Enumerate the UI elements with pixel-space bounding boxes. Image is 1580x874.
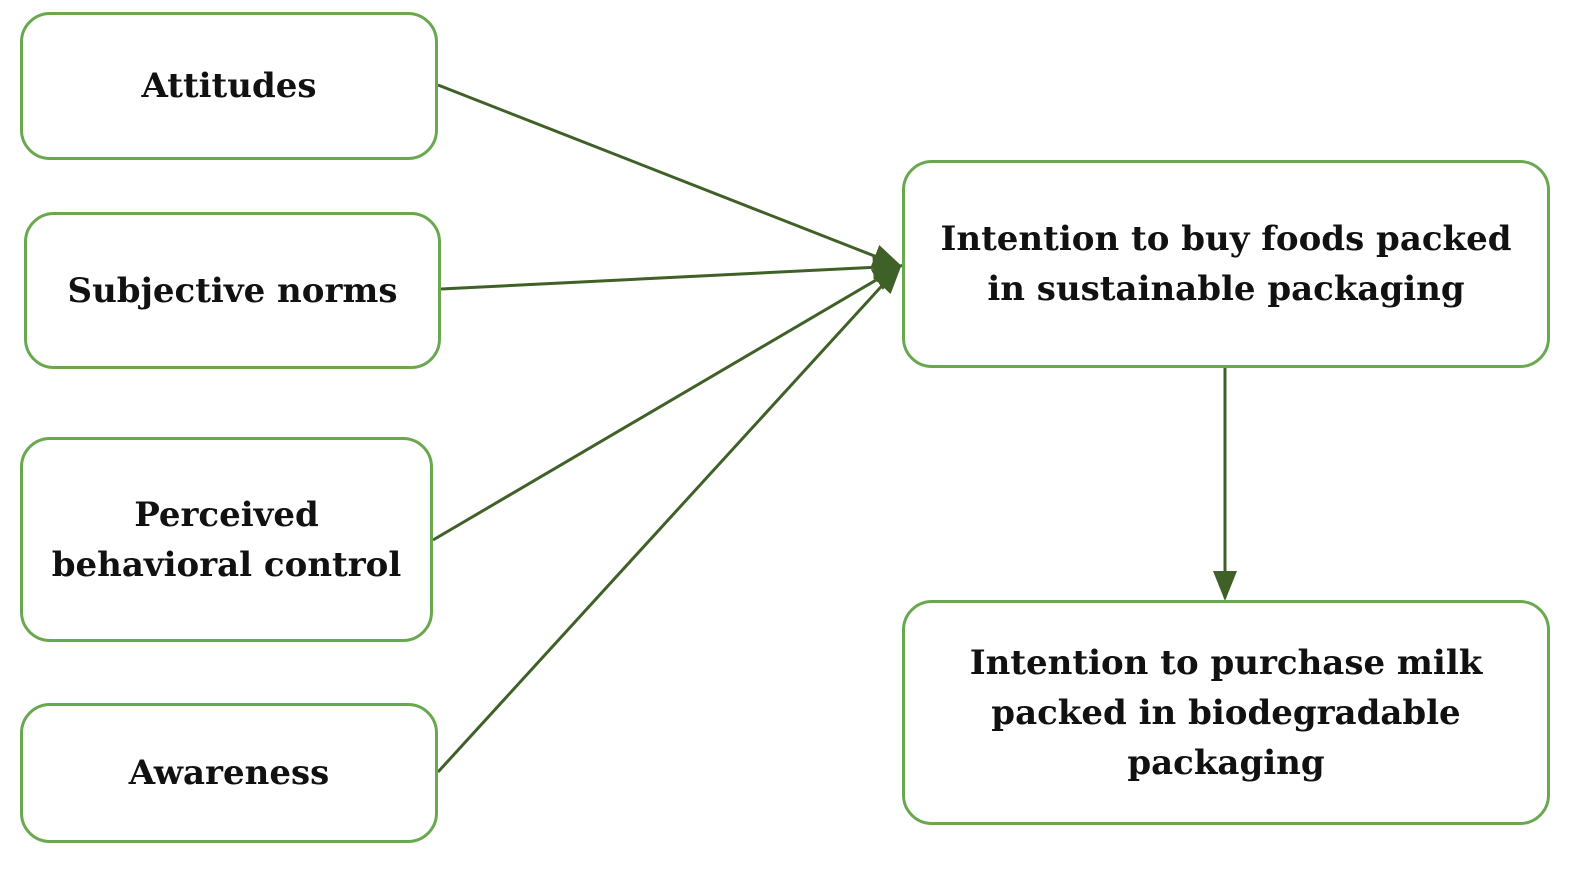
intention-milk-biodegradable-box: Intention to purchase milk packed in bio… <box>902 600 1550 825</box>
perceived-behavioral-control-box: Perceived behavioral control <box>20 437 433 642</box>
intention-milk-label-line-1: Intention to purchase milk <box>969 642 1483 683</box>
awareness-box: Awareness <box>20 703 438 843</box>
attitudes-box: Attitudes <box>20 12 438 160</box>
intention-sustainable-label-line-2: in sustainable packaging <box>987 269 1465 309</box>
arrow-attitudes-to-intention <box>437 83 903 268</box>
subjective-norms-label: Subjective norms <box>67 270 398 311</box>
awareness-label: Awareness <box>128 753 330 793</box>
arrow-awareness-to-intention <box>436 263 903 774</box>
intention-milk-label-line-2: packed in biodegradable <box>991 692 1461 733</box>
perceived-behavioral-control-label-line-1: Perceived <box>134 494 319 535</box>
intention-sustainable-packaging-box: Intention to buy foods packed in sustain… <box>902 160 1550 368</box>
intention-milk-label-line-3: packaging <box>1127 742 1325 783</box>
attitudes-label: Attitudes <box>141 66 317 106</box>
arrow-perceived-behavioral-control-to-intention <box>432 264 903 542</box>
arrow-subjective-norms-to-intention <box>440 255 903 291</box>
intention-sustainable-label-line-1: Intention to buy foods packed <box>940 219 1512 259</box>
subjective-norms-box: Subjective norms <box>24 212 441 369</box>
perceived-behavioral-control-label-line-2: behavioral control <box>51 544 402 585</box>
